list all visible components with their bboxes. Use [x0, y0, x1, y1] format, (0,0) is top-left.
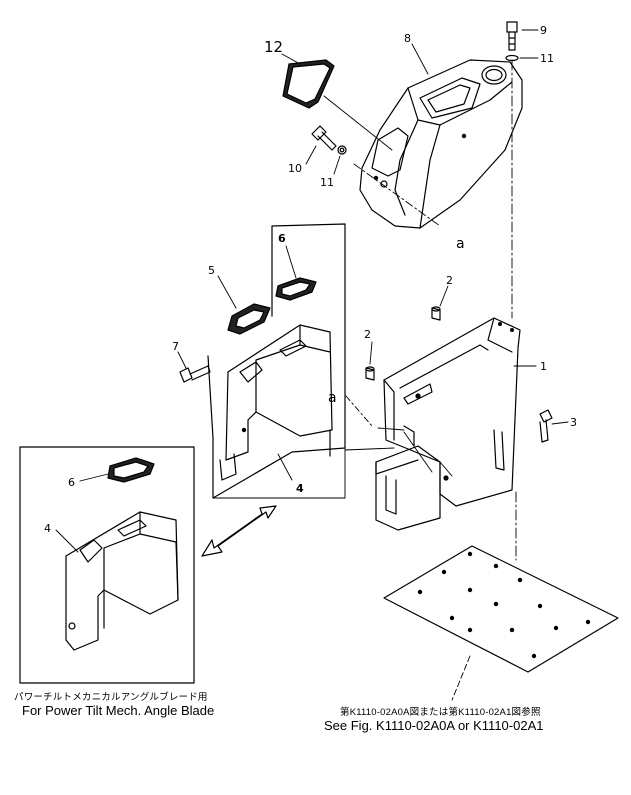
callout-3: 3: [570, 416, 577, 429]
part-12-cover-pad: [282, 59, 335, 109]
part-3-bolt: [539, 409, 553, 443]
part-1-main-frame: [375, 317, 521, 531]
callout-4-inset: 4: [44, 522, 51, 535]
part-2-spacer-right: [431, 306, 441, 321]
callout-11-left: 11: [320, 176, 334, 189]
reference-caption-japanese: 第K1110-02A0A図または第K1110-02A1図参照: [340, 707, 541, 718]
callout-11-top: 11: [540, 52, 554, 65]
floor-plate: [383, 545, 619, 673]
part-6-grommet-inset: [107, 457, 155, 483]
callout-7: 7: [172, 340, 179, 353]
part-6-grommet-main: [275, 277, 317, 301]
part-4-bracket-main: [207, 223, 346, 499]
ref-a-bottom: a: [328, 390, 337, 406]
part-4-bracket-inset: [65, 511, 179, 651]
callout-5: 5: [208, 264, 215, 277]
callout-4-main: 4: [296, 482, 304, 495]
part-7-bolt: [179, 365, 211, 383]
callout-2-left: 2: [364, 328, 371, 341]
ref-a-top: a: [456, 236, 465, 252]
part-11-washer-left: [337, 145, 347, 155]
reference-caption-english: See Fig. K1110-02A0A or K1110-02A1: [324, 718, 544, 733]
callout-labels: 12 8 9 11 10 11 a 6 5 2 2 7 1 a 3 4 6 4: [44, 24, 577, 535]
inset-caption-japanese: パワーチルトメカニカルアングルブレード用: [14, 692, 208, 703]
inset-caption-english: For Power Tilt Mech. Angle Blade: [22, 703, 215, 718]
callout-9: 9: [540, 24, 547, 37]
part-8-console-housing: [359, 59, 523, 229]
part-10-bolt: [311, 125, 337, 151]
callout-8: 8: [404, 32, 411, 45]
callout-2-right: 2: [446, 274, 453, 287]
part-5-grommet: [227, 303, 271, 335]
part-2-spacer-left: [365, 366, 375, 381]
callout-12: 12: [264, 38, 283, 56]
inset-frame: [19, 446, 195, 684]
callout-6-inset: 6: [68, 476, 75, 489]
callout-10: 10: [288, 162, 302, 175]
callout-6-main: 6: [278, 232, 286, 245]
leader-lines: [55, 29, 569, 701]
callout-1: 1: [540, 360, 547, 373]
part-9-bolt-top: [506, 21, 518, 51]
double-arrow-icon: [201, 505, 277, 557]
